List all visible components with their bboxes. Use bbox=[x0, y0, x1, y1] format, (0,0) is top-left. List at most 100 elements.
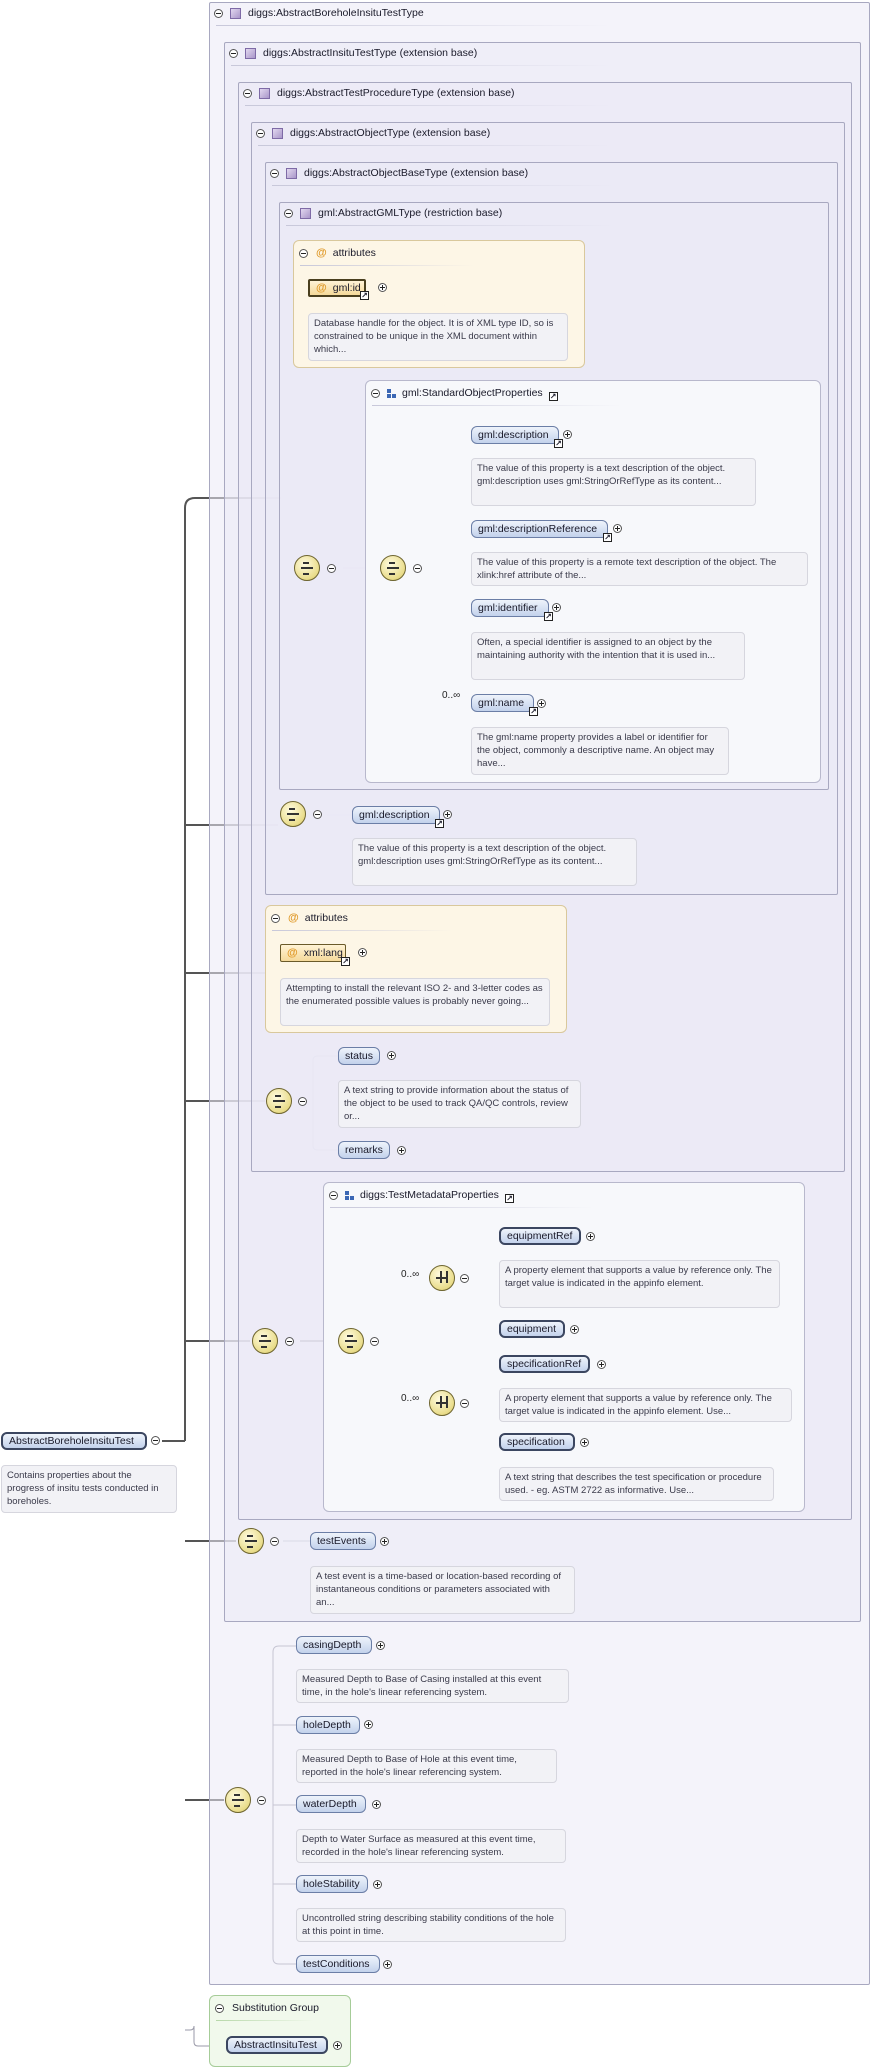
gml-description-doc: The value of this property is a text des… bbox=[471, 458, 756, 506]
type-title: diggs:AbstractObjectType (extension base… bbox=[290, 127, 491, 139]
element-label: casingDepth bbox=[303, 1639, 362, 1651]
element-label: AbstractBoreholeInsituTest bbox=[9, 1435, 134, 1447]
collapse-icon[interactable] bbox=[371, 388, 380, 398]
gml-name-element[interactable]: gml:name↗ bbox=[471, 694, 538, 716]
collapse-icon[interactable] bbox=[460, 1399, 469, 1408]
expand-icon[interactable] bbox=[333, 2041, 342, 2050]
equipment-element[interactable]: equipment bbox=[499, 1320, 565, 1338]
reference-icon: ↗ bbox=[341, 957, 350, 966]
expand-icon[interactable] bbox=[537, 699, 546, 708]
group-icon bbox=[345, 1190, 354, 1200]
sequence-compositor-icon bbox=[266, 1088, 292, 1114]
collapse-icon[interactable] bbox=[298, 1097, 307, 1106]
collapse-icon[interactable] bbox=[370, 1337, 379, 1346]
casing-depth-element[interactable]: casingDepth bbox=[296, 1636, 372, 1654]
water-depth-element[interactable]: waterDepth bbox=[296, 1795, 366, 1813]
test-events-doc: A test event is a time-based or location… bbox=[310, 1566, 575, 1614]
abstract-insitu-test-element[interactable]: AbstractInsituTest bbox=[226, 2036, 328, 2054]
element-label: gml:name bbox=[478, 697, 525, 709]
expand-icon[interactable] bbox=[376, 1641, 385, 1650]
expand-icon[interactable] bbox=[597, 1360, 606, 1369]
expand-icon[interactable] bbox=[443, 810, 452, 819]
element-label: gml:descriptionReference bbox=[478, 523, 598, 535]
choice-cardinality: 0..∞ bbox=[401, 1393, 420, 1404]
equipment-ref-element[interactable]: equipmentRef bbox=[499, 1227, 581, 1245]
sequence-compositor-icon bbox=[225, 1787, 251, 1813]
choice-compositor-icon bbox=[429, 1390, 455, 1416]
collapse-icon[interactable] bbox=[329, 1190, 338, 1200]
specification-ref-element[interactable]: specificationRef bbox=[499, 1355, 590, 1373]
type-title: diggs:AbstractInsituTestType (extension … bbox=[263, 47, 478, 59]
reference-icon: ↗ bbox=[504, 1193, 514, 1203]
expand-icon[interactable] bbox=[372, 1800, 381, 1809]
collapse-icon[interactable] bbox=[460, 1274, 469, 1283]
hole-depth-element[interactable]: holeDepth bbox=[296, 1716, 360, 1734]
status-element[interactable]: status bbox=[338, 1047, 380, 1065]
collapse-icon[interactable] bbox=[256, 128, 265, 138]
complex-type-icon bbox=[259, 87, 270, 99]
collapse-icon[interactable] bbox=[151, 1436, 160, 1445]
collapse-icon[interactable] bbox=[214, 8, 223, 18]
collapse-icon[interactable] bbox=[284, 208, 293, 218]
gml-identifier-element[interactable]: gml:identifier↗ bbox=[471, 599, 553, 621]
test-conditions-element[interactable]: testConditions bbox=[296, 1955, 380, 1973]
element-label: gml:identifier bbox=[478, 602, 538, 614]
sequence-compositor-icon bbox=[238, 1528, 264, 1554]
collapse-icon[interactable] bbox=[243, 88, 252, 98]
specification-ref-doc: A property element that supports a value… bbox=[499, 1388, 792, 1422]
test-events-element[interactable]: testEvents bbox=[310, 1532, 376, 1550]
collapse-icon[interactable] bbox=[229, 48, 238, 58]
gml-identifier-doc: Often, a special identifier is assigned … bbox=[471, 632, 745, 680]
expand-icon[interactable] bbox=[378, 283, 387, 292]
collapse-icon[interactable] bbox=[215, 2003, 224, 2013]
root-element[interactable]: AbstractBoreholeInsituTest bbox=[1, 1432, 147, 1450]
collapse-icon[interactable] bbox=[271, 913, 280, 923]
expand-icon[interactable] bbox=[563, 430, 572, 439]
collapse-icon[interactable] bbox=[299, 248, 308, 258]
gml-description-element[interactable]: gml:description↗ bbox=[471, 426, 563, 448]
reference-icon: ↗ bbox=[603, 533, 612, 542]
root-description: Contains properties about the progress o… bbox=[1, 1465, 177, 1513]
expand-icon[interactable] bbox=[364, 1720, 373, 1729]
group-icon bbox=[387, 388, 396, 398]
reference-icon: ↗ bbox=[548, 391, 558, 401]
specification-element[interactable]: specification bbox=[499, 1433, 575, 1451]
collapse-icon[interactable] bbox=[257, 1796, 266, 1805]
xml-lang-attribute[interactable]: @ xml:lang ↗ bbox=[280, 944, 350, 966]
expand-icon[interactable] bbox=[580, 1438, 589, 1447]
object-base-description-element[interactable]: gml:description↗ bbox=[352, 806, 444, 828]
expand-icon[interactable] bbox=[397, 1146, 406, 1155]
sequence-compositor-icon bbox=[380, 555, 406, 581]
expand-icon[interactable] bbox=[613, 524, 622, 533]
remarks-element[interactable]: remarks bbox=[338, 1141, 390, 1159]
sequence-compositor-icon bbox=[338, 1328, 364, 1354]
collapse-icon[interactable] bbox=[413, 564, 422, 573]
collapse-icon[interactable] bbox=[270, 1537, 279, 1546]
expand-icon[interactable] bbox=[383, 1960, 392, 1969]
gml-description-reference-doc: The value of this property is a remote t… bbox=[471, 552, 808, 586]
gml-name-cardinality: 0..∞ bbox=[442, 690, 461, 701]
hole-stability-element[interactable]: holeStability bbox=[296, 1875, 368, 1893]
choice-cardinality: 0..∞ bbox=[401, 1269, 420, 1280]
collapse-icon[interactable] bbox=[285, 1337, 294, 1346]
collapse-icon[interactable] bbox=[327, 564, 336, 573]
type-title: diggs:AbstractTestProcedureType (extensi… bbox=[277, 87, 515, 99]
gml-attributes-box: @ attributes @ gml:id ↗ Database handle … bbox=[293, 240, 585, 368]
collapse-icon[interactable] bbox=[313, 810, 322, 819]
expand-icon[interactable] bbox=[570, 1325, 579, 1334]
expand-icon[interactable] bbox=[373, 1880, 382, 1889]
attributes-title: attributes bbox=[304, 912, 348, 924]
expand-icon[interactable] bbox=[380, 1537, 389, 1546]
complex-type-icon bbox=[272, 127, 283, 139]
expand-icon[interactable] bbox=[586, 1232, 595, 1241]
element-label: waterDepth bbox=[303, 1798, 357, 1810]
expand-icon[interactable] bbox=[552, 603, 561, 612]
gml-id-attribute[interactable]: @ gml:id ↗ bbox=[308, 279, 369, 300]
gml-name-doc: The gml:name property provides a label o… bbox=[471, 727, 729, 775]
collapse-icon[interactable] bbox=[270, 168, 279, 178]
element-label: testEvents bbox=[317, 1535, 367, 1547]
expand-icon[interactable] bbox=[358, 948, 367, 957]
expand-icon[interactable] bbox=[387, 1051, 396, 1060]
reference-icon: ↗ bbox=[360, 291, 369, 300]
gml-description-reference-element[interactable]: gml:descriptionReference ↗ bbox=[471, 520, 612, 542]
